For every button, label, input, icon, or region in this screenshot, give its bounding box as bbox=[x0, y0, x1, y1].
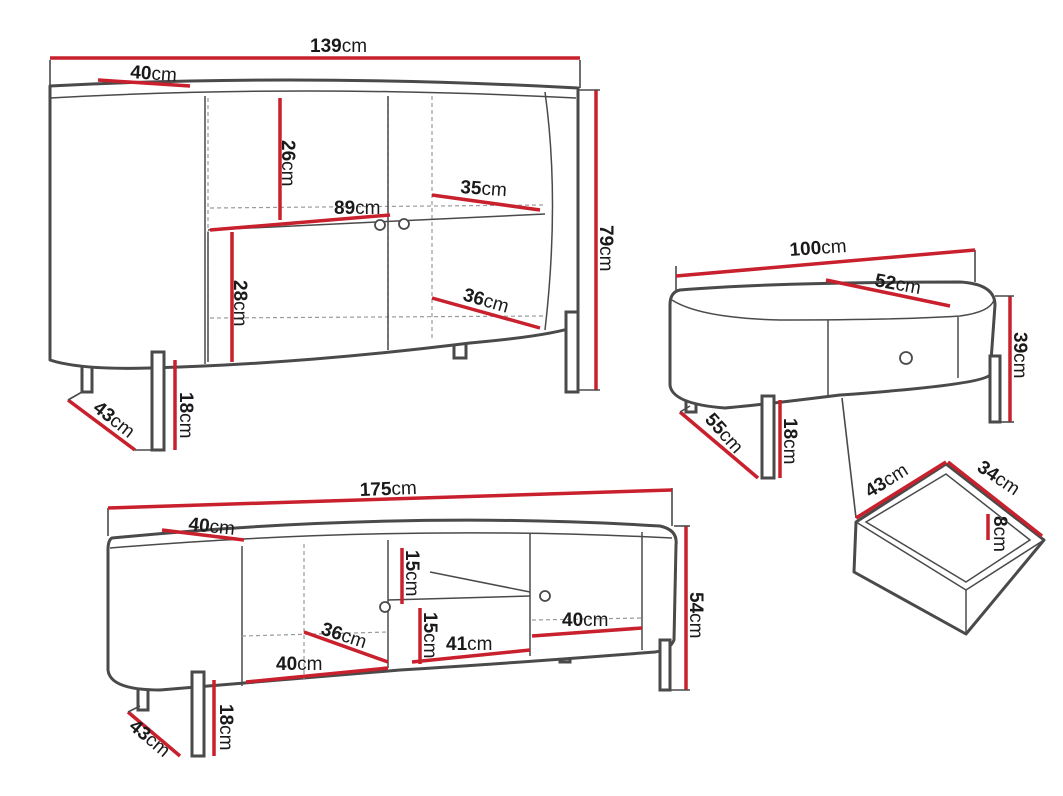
sideboard-top-depth-label: 40cm bbox=[130, 62, 178, 86]
drawer-box bbox=[852, 462, 1046, 636]
tv-stand-knob bbox=[379, 601, 391, 613]
sideboard-front-leg bbox=[150, 350, 166, 452]
tv-stand-front-leg bbox=[658, 638, 672, 692]
tv-stand-bottom-width-label: 40cm bbox=[276, 654, 322, 675]
tv-stand-front-leg bbox=[190, 670, 206, 758]
sideboard-body bbox=[48, 78, 580, 370]
sideboard-front-leg bbox=[564, 310, 580, 394]
drawer-height-label: 8cm bbox=[989, 516, 1010, 552]
sideboard-upper-shelf-height-label: 26cm bbox=[277, 140, 298, 186]
sideboard-leg-height-label: 18cm bbox=[175, 392, 196, 438]
tv-stand-upper-compartment-height-label: 15cm bbox=[401, 550, 422, 596]
coffee-table-drawing: 100cm 52cm 39cm 55cm 18cm bbox=[668, 236, 1030, 519]
coffee-table-drawer-width-label: 52cm bbox=[873, 270, 922, 299]
coffee-table-front-leg bbox=[760, 394, 776, 480]
coffee-table-width-label: 100cm bbox=[789, 236, 847, 261]
sideboard-lower-shelf-height-label: 28cm bbox=[229, 280, 250, 326]
drawer-drawing: 43cm 34cm 8cm bbox=[852, 457, 1046, 636]
sideboard-upper-shelf-depth-label: 35cm bbox=[460, 177, 508, 201]
tv-stand-middle-width-label: 41cm bbox=[446, 634, 492, 655]
tv-stand-base-depth-label: 43cm bbox=[125, 716, 174, 762]
coffee-table-body bbox=[668, 280, 997, 410]
sideboard-drawing: 139cm 40cm 79cm 26cm 89cm 35cm 28cm 36cm… bbox=[48, 36, 616, 452]
tv-stand-knob bbox=[539, 590, 551, 602]
tv-stand-leg-height-label: 18cm bbox=[215, 704, 236, 750]
tv-stand-width-label: 175cm bbox=[359, 478, 417, 501]
sideboard-height-label: 79cm bbox=[595, 225, 616, 271]
sideboard-width-label: 139cm bbox=[310, 36, 367, 57]
coffee-table-height-label: 39cm bbox=[1009, 332, 1030, 378]
sideboard-knob bbox=[398, 218, 410, 230]
sideboard-inner-width-label: 89cm bbox=[334, 198, 380, 219]
tv-stand-right-width-label: 40cm bbox=[562, 610, 608, 631]
coffee-table-knob bbox=[899, 351, 913, 365]
tv-stand-body bbox=[106, 518, 678, 692]
tv-stand-top-depth-label: 40cm bbox=[187, 514, 235, 540]
tv-stand-drawing: 175cm 40cm 15cm 15cm 36cm 40cm 41cm 40cm… bbox=[106, 478, 706, 762]
tv-stand-height-label: 54cm bbox=[685, 592, 706, 638]
coffee-table-leg-height-label: 18cm bbox=[779, 418, 800, 464]
tv-stand-lower-compartment-height-label: 15cm bbox=[419, 612, 440, 658]
coffee-table-front-leg bbox=[988, 354, 1002, 424]
sideboard-knob bbox=[374, 219, 386, 231]
